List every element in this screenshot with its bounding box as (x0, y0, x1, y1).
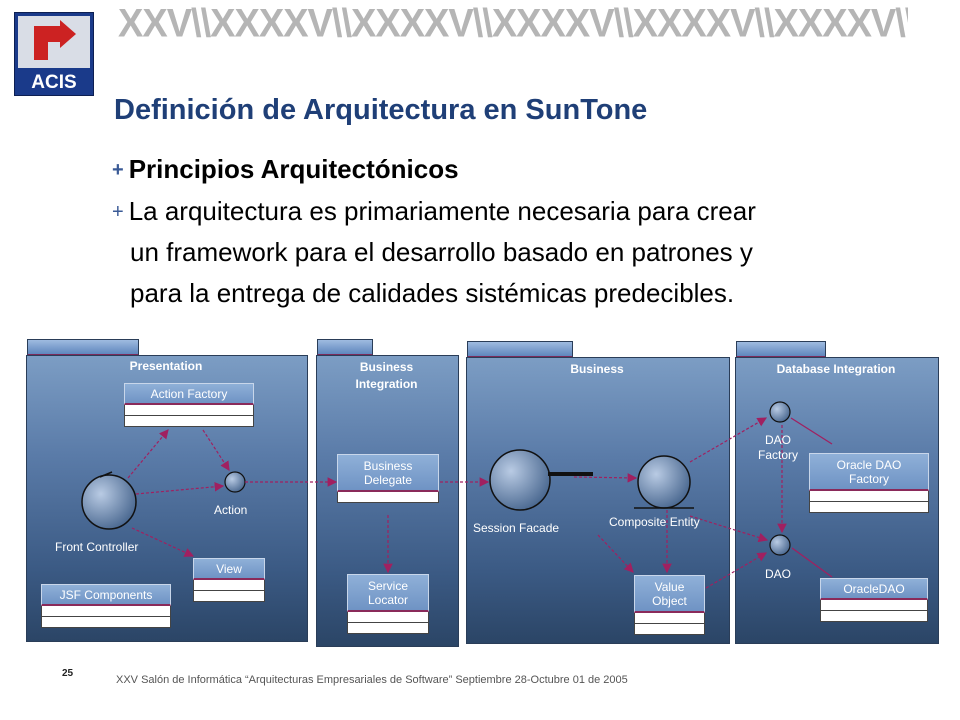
service-locator-box: Service Locator (347, 574, 429, 634)
dao-icon (769, 534, 791, 556)
oracle-dao-box: OracleDAO (820, 578, 928, 622)
business-integration-title: Business Integration (355, 360, 418, 391)
business-title: Business (570, 362, 624, 376)
event-banner: XXV\\XXXXV\\XXXXV\\XXXXV\\XXXXV\\XXXXV\\… (118, 5, 908, 43)
footer-text: XXV Salón de Informática “Arquitecturas … (116, 674, 628, 686)
presentation-title: Presentation (129, 359, 203, 373)
dao-factory-label: DAO Factory (758, 433, 799, 462)
composite-entity-icon (634, 455, 694, 509)
database-integration-title: Database Integration (776, 362, 896, 376)
dao-label: DAO (765, 567, 792, 581)
value-object-box: Value Object (634, 575, 705, 635)
session-facade-icon (489, 449, 593, 511)
bullet-architecture-line2: un framework para el desarrollo basado e… (130, 237, 753, 267)
view-box: View (193, 558, 265, 602)
composite-entity-label: Composite Entity (609, 515, 700, 529)
page-title: Definición de Arquitectura en SunTone (114, 94, 648, 126)
session-facade-label: Session Facade (473, 521, 560, 535)
front-controller-label: Front Controller (55, 540, 139, 554)
action-factory-box: Action Factory (124, 383, 254, 427)
svg-text:ACIS: ACIS (31, 72, 76, 93)
bullet-architecture-line3: para la entrega de calidades sistémicas … (130, 278, 735, 308)
front-controller-icon (81, 471, 137, 530)
bullet-architecture: +La arquitectura es primariamente necesa… (112, 196, 756, 226)
page-number: 25 (62, 668, 74, 679)
bullet-principles: +Principios Arquitectónicos (112, 154, 459, 184)
action-icon (224, 471, 246, 493)
jsf-components-box: JSF Components (41, 584, 171, 628)
acis-logo: ACIS (13, 11, 95, 97)
dao-factory-icon (769, 401, 791, 423)
business-delegate-box: Business Delegate (337, 454, 439, 503)
oracle-dao-factory-box: Oracle DAO Factory (809, 453, 929, 513)
action-label: Action (214, 503, 248, 517)
